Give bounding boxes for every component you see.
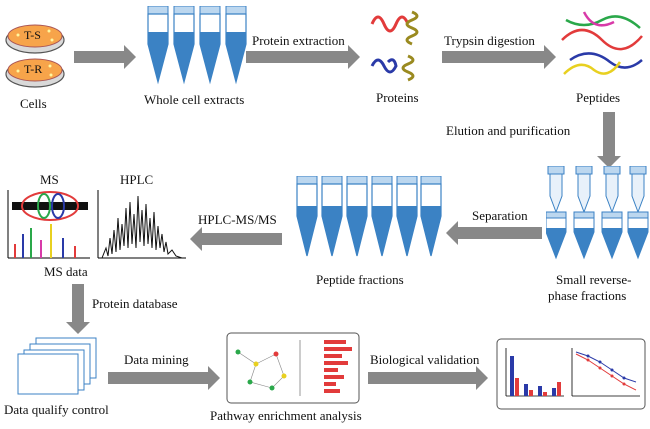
pathway-enrichment-label: Pathway enrichment analysis <box>210 408 362 423</box>
data-documents-icon <box>17 337 97 395</box>
edge-label-separation: Separation <box>472 208 528 223</box>
cell-dishes-icon <box>5 24 65 88</box>
validation-charts-panel <box>496 338 646 410</box>
small-reverse-phase-label-line1: Small reverse- <box>556 272 632 287</box>
dish-label-ts: T-S <box>24 28 41 42</box>
edge-label-protein-extraction: Protein extraction <box>252 33 345 48</box>
arrow-extracts-to-proteins <box>246 45 360 69</box>
dish-label-tr: T-R <box>24 62 43 76</box>
small-reverse-phase-tubes-icon <box>546 166 649 260</box>
edge-label-protein-database: Protein database <box>92 296 178 311</box>
arrow-peptides-to-small-reverse-phase <box>597 112 621 168</box>
proteins-icon <box>370 10 419 82</box>
data-qualify-control-label: Data qualify control <box>4 402 109 417</box>
edge-label-elution-purification: Elution and purification <box>446 123 571 138</box>
whole-cell-extract-tubes-icon <box>147 6 247 85</box>
arrow-proteins-to-peptides <box>442 45 556 69</box>
arrow-to-validation <box>368 366 488 390</box>
small-reverse-phase-label-line2: phase fractions <box>548 288 627 303</box>
ms-spectrum-icon <box>7 190 90 259</box>
proteins-label: Proteins <box>376 90 419 105</box>
arrow-ms-to-database <box>66 284 90 334</box>
hplc-title: HPLC <box>120 172 154 187</box>
ms-title: MS <box>40 172 59 187</box>
edge-label-hplc-ms-ms: HPLC-MS/MS <box>198 212 277 227</box>
arrow-to-pathway <box>108 366 220 390</box>
ms-data-label: MS data <box>44 264 88 279</box>
arrow-to-ms-data <box>190 227 282 251</box>
arrow-cells-to-extracts <box>74 45 136 69</box>
edge-label-data-mining: Data mining <box>124 352 189 367</box>
edge-label-trypsin-digestion: Trypsin digestion <box>444 33 535 48</box>
whole-cell-extracts-label: Whole cell extracts <box>144 92 245 107</box>
cells-label: Cells <box>20 96 47 111</box>
pathway-enrichment-panel <box>226 332 360 404</box>
hplc-chromatogram-icon <box>97 190 186 259</box>
peptide-fractions-label: Peptide fractions <box>316 272 404 287</box>
edge-label-biological-validation: Biological validation <box>370 352 480 367</box>
arrow-to-peptide-fractions <box>446 221 542 245</box>
peptides-label: Peptides <box>576 90 621 105</box>
peptides-icon <box>561 11 643 75</box>
peptide-fraction-tubes-icon <box>296 176 442 257</box>
